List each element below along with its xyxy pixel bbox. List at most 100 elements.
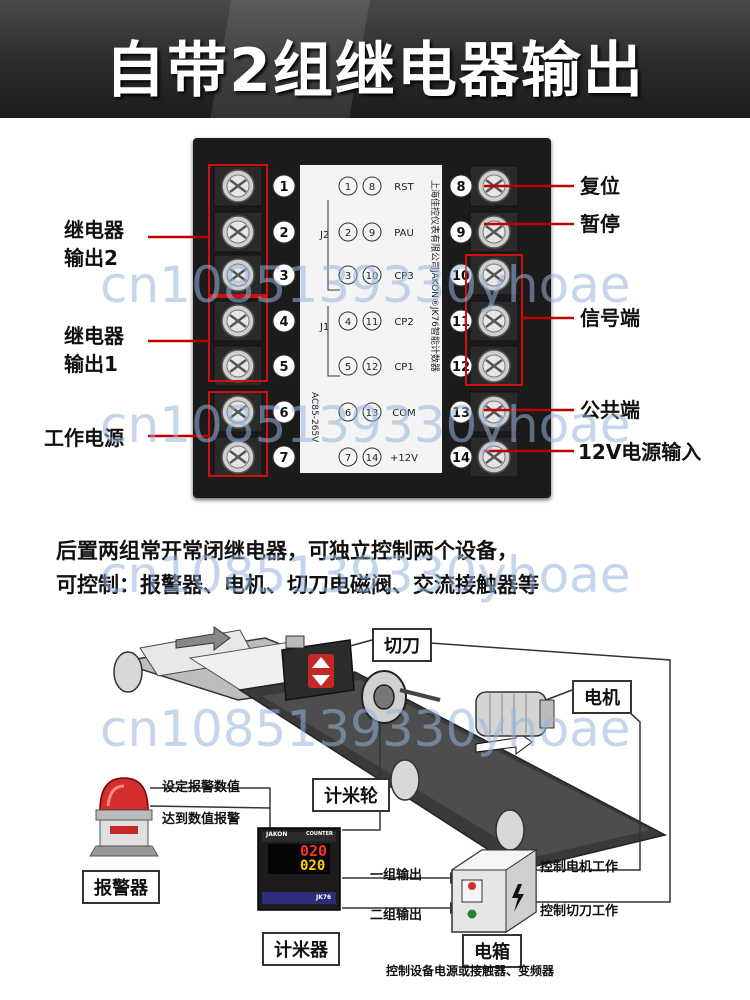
terminal-number: 3 <box>279 269 288 284</box>
plate-pin-label: PAU <box>394 228 414 239</box>
header-shine <box>0 0 750 118</box>
plate-relay-tag: J2 <box>319 230 329 241</box>
plate-circle-left-num: 10 <box>366 271 379 282</box>
callout-reset: 复位 <box>580 174 620 198</box>
tag-meter-wheel: 计米轮 <box>312 778 390 812</box>
terminal-number: 5 <box>279 360 288 375</box>
terminal-number-badge <box>449 400 473 424</box>
watermark-4: cn1085139330yhoae <box>100 700 631 758</box>
plate-circle-left-num: 11 <box>366 317 379 328</box>
page-title: 自带2组继电器输出 <box>105 36 645 106</box>
watermark-1: cn1085139330yhoae <box>100 256 631 314</box>
screw-terminal <box>213 300 263 342</box>
plate-circle-left <box>362 447 382 467</box>
callout-power: 工作电源 <box>44 426 124 450</box>
plate-pin-label: COM <box>392 408 415 419</box>
callout-relay1: 继电器 输出1 <box>64 322 124 378</box>
screw-terminal <box>213 211 263 253</box>
description: 后置两组常开常闭继电器，可独立控制两个设备， 可控制：报警器、电机、切刀电磁阀、… <box>56 534 716 602</box>
callout-common: 公共端 <box>580 398 640 422</box>
label-output1: 一组输出 <box>370 868 423 883</box>
plate-circle-left-num: 8 <box>369 182 375 193</box>
plate-circle-left-num: 9 <box>369 228 375 239</box>
callout-relay2-line1: 继电器 <box>64 218 124 242</box>
callout-relay2: 继电器 输出2 <box>64 216 124 272</box>
screw-terminal <box>213 391 263 433</box>
counter-mode: COUNTER <box>306 831 333 837</box>
plate-pin-label: CP1 <box>394 362 413 373</box>
relay1-box <box>208 296 268 382</box>
plate-pin-label: +12V <box>390 453 418 464</box>
counter-brand: JAKON <box>266 831 288 838</box>
description-line1: 后置两组常开常闭继电器，可独立控制两个设备， <box>56 539 518 563</box>
plate-circle-right-num: 6 <box>345 408 351 419</box>
plate-pin-label: CP3 <box>394 271 413 282</box>
terminal-number-badge <box>272 354 296 378</box>
plate-circle-right <box>338 222 358 242</box>
alarm-light <box>89 777 159 857</box>
plate-circle-left-num: 12 <box>366 362 379 373</box>
tag-alarm: 报警器 <box>82 870 160 904</box>
plate-circle-left <box>362 222 382 242</box>
terminal-number: 7 <box>279 451 288 466</box>
screw-terminal <box>469 345 519 387</box>
terminal-number: 14 <box>452 451 470 466</box>
screw-terminal <box>469 391 519 433</box>
plate-circle-left <box>362 176 382 196</box>
screw-terminal <box>213 345 263 387</box>
plate-circle-right <box>338 176 358 196</box>
terminal-number-badge <box>272 220 296 244</box>
tag-box: 电箱 <box>462 934 522 968</box>
main-conveyor <box>237 671 668 871</box>
plate-circle-right <box>338 265 358 285</box>
terminal-number-badge <box>449 445 473 469</box>
terminal-number-badge <box>272 263 296 287</box>
plate-relay-bracket <box>327 306 340 377</box>
plate-contents: 上海佳控仪表有限公司JAKON®JK76智能计数器RST81PAU92CP310… <box>309 176 441 467</box>
plate-circle-left-num: 14 <box>366 453 379 464</box>
callout-relay1-line1: 继电器 <box>64 324 124 348</box>
terminal-number-badge <box>449 220 473 244</box>
plate-circle-right <box>338 356 358 376</box>
meter-wheel <box>361 670 441 724</box>
tag-cutter: 切刀 <box>372 628 432 662</box>
power-box <box>208 391 268 477</box>
plate-circle-right-num: 3 <box>345 271 351 282</box>
label-alarm-set: 设定报警数值 <box>162 780 241 795</box>
counter-device <box>257 827 341 911</box>
terminal-number: 9 <box>456 226 465 241</box>
counter-display-bottom: 020 <box>300 858 326 874</box>
callout-signal: 信号端 <box>580 306 640 330</box>
label-box-note: 控制设备电源或接触器、变频器 <box>386 964 555 978</box>
terminal-number-badge <box>272 445 296 469</box>
terminal-number-badge <box>272 309 296 333</box>
plate-pin-label: RST <box>394 182 414 193</box>
plate-circle-left <box>362 356 382 376</box>
plate-circle-right-num: 7 <box>345 453 351 464</box>
plate-circle-right-num: 2 <box>345 228 351 239</box>
counter-model: JK76 <box>316 894 332 901</box>
screw-terminal <box>469 436 519 478</box>
motor <box>475 689 573 737</box>
plate-circle-left <box>362 265 382 285</box>
plate-circle-left <box>362 311 382 331</box>
terminal-number: 6 <box>279 406 288 421</box>
description-line2: 可控制：报警器、电机、切刀电磁阀、交流接触器等 <box>56 573 539 597</box>
tag-counter: 计米器 <box>262 932 340 966</box>
label-output2: 二组输出 <box>370 908 423 923</box>
watermark-2: cn1085139330yhoae <box>100 396 631 454</box>
plate-circle-right-num: 4 <box>345 317 351 328</box>
label-plate <box>300 165 442 473</box>
plate-circle-left-num: 13 <box>366 408 379 419</box>
electrical-box <box>450 849 538 933</box>
cutter-unit <box>281 635 373 701</box>
callout-pause: 暂停 <box>580 212 620 236</box>
plate-circle-left <box>362 402 382 422</box>
terminal-number: 13 <box>452 406 470 421</box>
screw-terminal <box>213 165 263 207</box>
callout-power12: 12V电源输入 <box>578 440 702 464</box>
terminal-number: 1 <box>279 180 288 195</box>
